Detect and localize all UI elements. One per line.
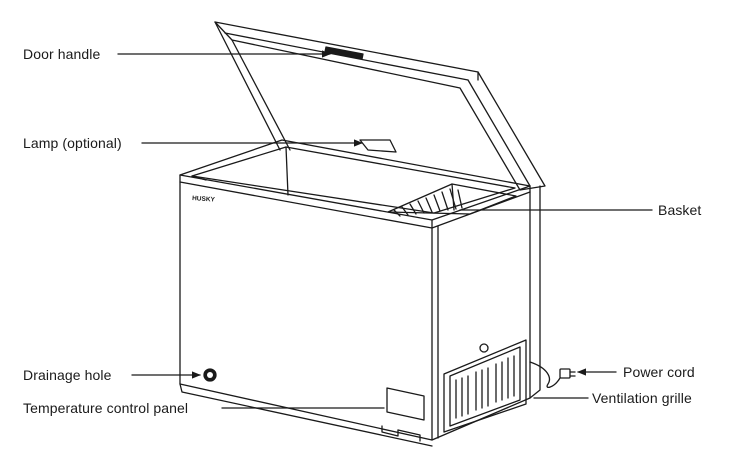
cabinet-front (179, 181, 433, 447)
temperature-control-panel-label: Temperature control panel (23, 400, 189, 416)
ventilation-grille (443, 339, 527, 433)
cabinet-top (179, 139, 531, 229)
basket-label: Basket (658, 202, 702, 218)
drainage-hole-label: Drainage hole (23, 367, 112, 383)
basket (387, 183, 517, 217)
lamp (359, 139, 397, 153)
door-handle (324, 46, 364, 60)
lid (214, 21, 546, 191)
door-handle-label: Door handle (23, 46, 101, 62)
brand-logo: HUSKY (192, 195, 216, 204)
lamp-label: Lamp (optional) (23, 135, 122, 151)
drainage-hole (203, 368, 217, 382)
ventilation-grille-label: Ventilation grille (592, 390, 692, 406)
cabinet-feet (381, 425, 421, 442)
temperature-control-panel (386, 387, 425, 421)
leader-lines (117, 50, 653, 409)
cabinet-side (431, 185, 541, 441)
power-cord-label: Power cord (623, 364, 695, 380)
power-cord (529, 361, 576, 389)
